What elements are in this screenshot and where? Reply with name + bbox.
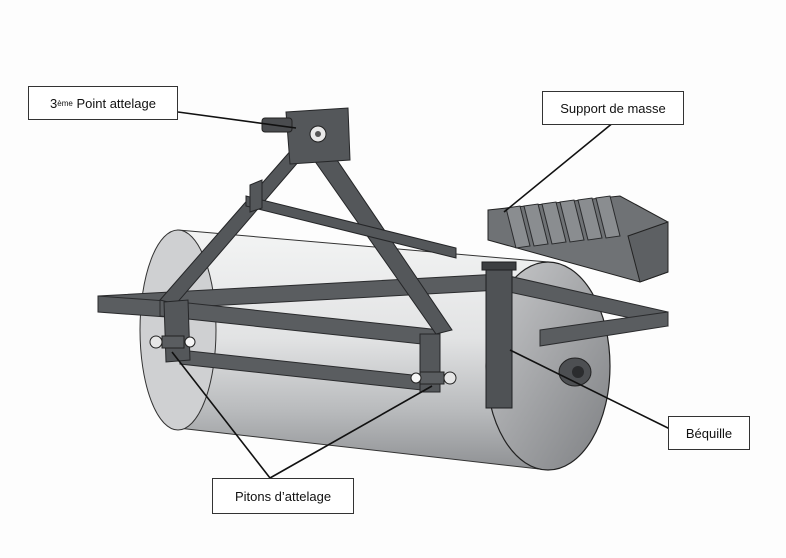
weight-stack xyxy=(487,195,669,283)
label-hitch-pins-text: Pitons d’attelage xyxy=(234,488,332,504)
roller-drum xyxy=(139,229,611,471)
leader-pin-right xyxy=(269,385,433,479)
label-weight-support-text: Support de masse xyxy=(560,100,666,116)
label-stand: Béquille xyxy=(668,416,750,450)
leader-stand xyxy=(509,349,673,431)
leader-weight-support xyxy=(503,121,615,213)
label-hitch-point-text: Point attelage xyxy=(76,95,156,111)
stand-post xyxy=(481,261,517,409)
leader-hitch-point xyxy=(177,111,297,129)
leader-pin-left xyxy=(171,351,271,479)
top-hitch-pin xyxy=(261,117,327,143)
label-hitch-point-superscript: ème xyxy=(57,98,73,108)
label-hitch-point-number: 3 xyxy=(50,95,58,111)
label-weight-support: Support de masse xyxy=(542,91,684,125)
label-hitch-pins: Pitons d’attelage xyxy=(212,478,354,514)
label-stand-text: Béquille xyxy=(685,425,733,441)
hitch-pins xyxy=(149,335,457,385)
leader-lines xyxy=(171,111,673,479)
